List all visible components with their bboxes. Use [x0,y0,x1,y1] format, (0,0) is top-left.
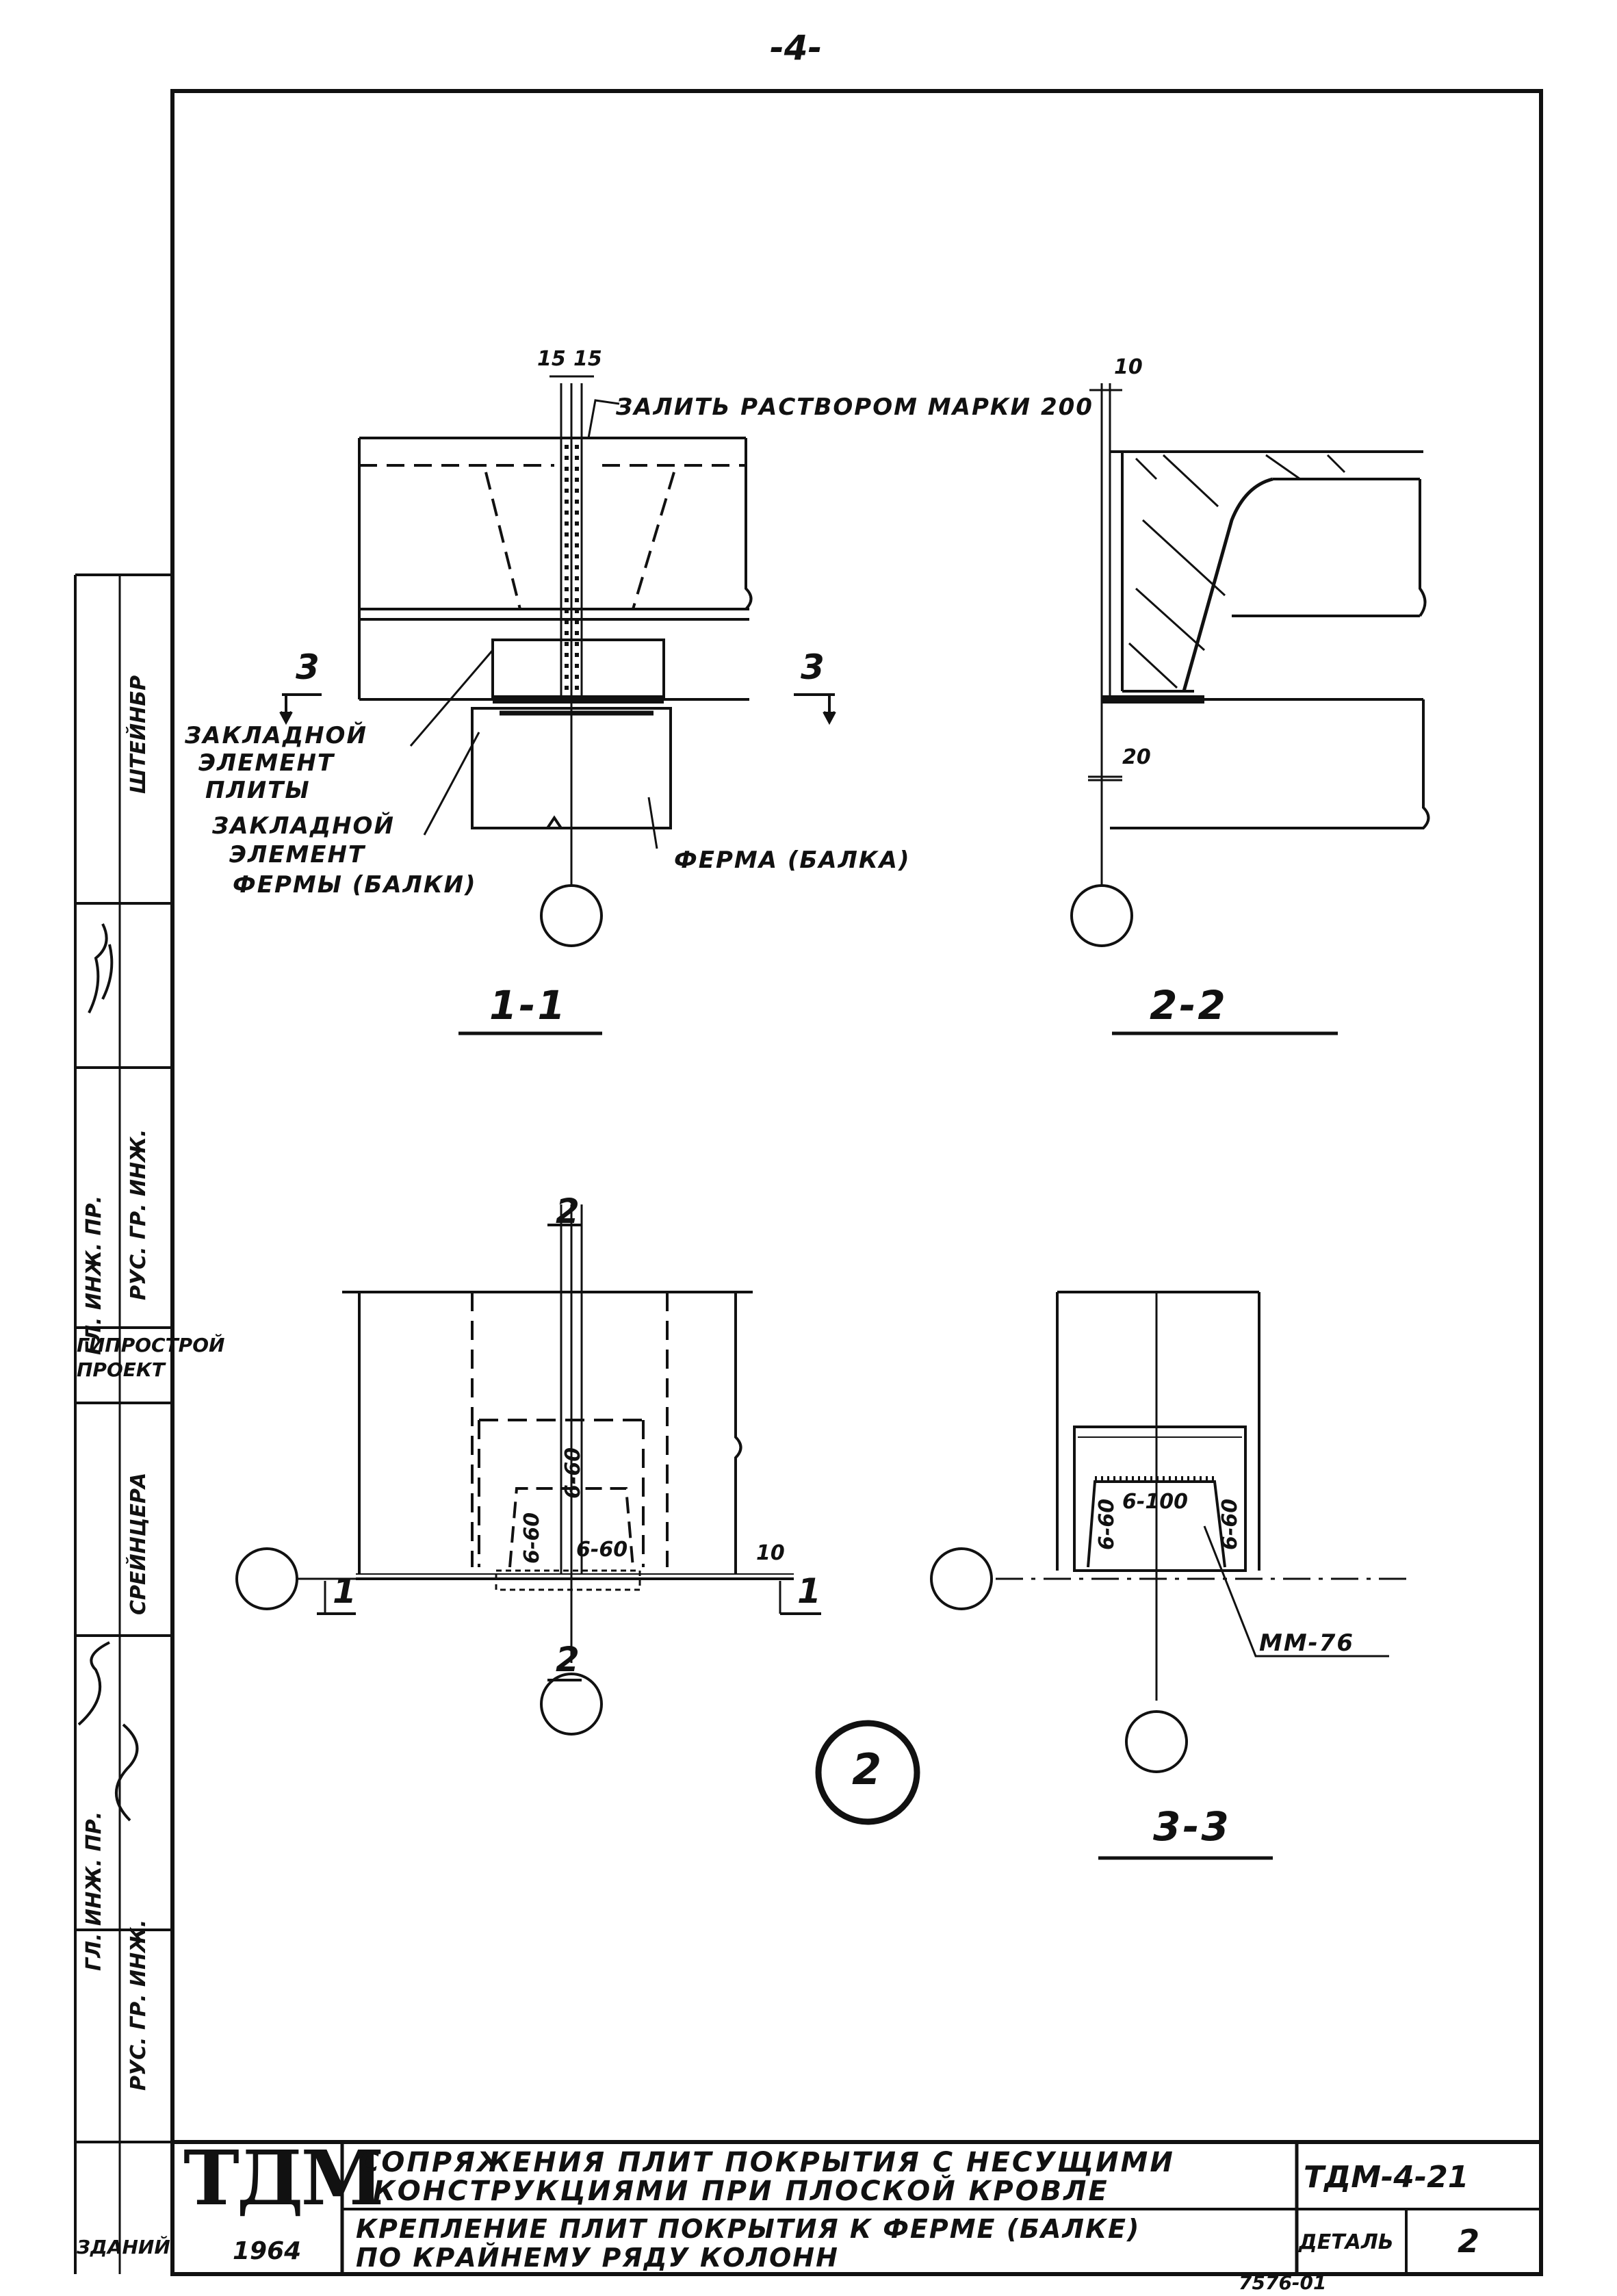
note-embedded-truss-3: ФЕРМЫ (БАЛКИ) [233,871,477,899]
section-2-2-drawing [1070,383,1430,1035]
note-mark-mm76: ММ-76 [1259,1629,1355,1657]
series-code: ТДМ-4-21 [1304,2160,1469,2195]
sheet-code: 7576-01 [1239,2271,1327,2294]
section-title-1-1: 1-1 [489,982,567,1029]
plan-view-drawing [235,1204,821,1736]
section-1-1-drawing [279,375,836,1035]
dim-10-top: 10 [1114,355,1143,379]
title-line-2: КОНСТРУКЦИЯМИ ПРИ ПЛОСКОЙ КРОВЛЕ [373,2176,1109,2207]
section-title-3-3: 3-3 [1153,1803,1231,1850]
subtitle-line-1: КРЕПЛЕНИЕ ПЛИТ ПОКРЫТИЯ К ФЕРМЕ (БАЛКЕ) [356,2214,1141,2244]
weld-label-e: 6-100 [1122,1490,1188,1514]
note-truss-beam: ФЕРМА (БАЛКА) [674,847,911,874]
detail-number: 2 [852,1744,882,1794]
dim-20: 20 [1122,745,1151,769]
section-mark-3-left: 3 [296,647,320,687]
section-mark-2-top: 2 [556,1191,580,1231]
drawing-frame [170,89,1543,2276]
section-mark-1-left: 1 [333,1571,357,1611]
section-3-3-drawing [930,1291,1410,1860]
note-fill-mortar: ЗАЛИТЬ РАСТВОРОМ МАРКИ 200 [616,394,1094,421]
note-embedded-slab-1: ЗАКЛАДНОЙ [185,722,367,749]
note-embedded-truss-1: ЗАКЛАДНОЙ [212,812,395,840]
dim-10-plan: 10 [756,1541,785,1565]
note-embedded-slab-2: ЭЛЕМЕНТ [198,749,335,777]
note-embedded-truss-2: ЭЛЕМЕНТ [229,841,366,868]
title-line-1: СОПРЯЖЕНИЯ ПЛИТ ПОКРЫТИЯ С НЕСУЩИМИ [359,2147,1175,2178]
note-embedded-slab-3: ПЛИТЫ [205,777,311,804]
section-mark-2-bottom: 2 [556,1640,580,1679]
section-mark-3-right: 3 [801,647,825,687]
dim-15-right: 15 [573,347,602,371]
section-mark-1-right: 1 [797,1571,821,1611]
title-year: 1964 [233,2237,302,2265]
subtitle-line-2: ПО КРАЙНЕМУ РЯДУ КОЛОНН [356,2243,839,2273]
sidebar-buildings: ЗДАНИЙ [77,2236,170,2258]
sidebar-org-2: ПРОЕКТ [77,1358,165,1381]
page-number: -4- [770,28,823,68]
detail-value: 2 [1458,2223,1480,2260]
logo-tdm: ТДМ [183,2134,384,2222]
weld-label-c: 6-60 [576,1538,628,1562]
sidebar-org-1: ГИПРОСТРОЙ [77,1334,225,1356]
detail-label: ДЕТАЛЬ [1299,2230,1394,2254]
detail-circle [815,1720,920,1825]
section-title-2-2: 2-2 [1150,982,1228,1029]
dim-15-left: 15 [537,347,566,371]
